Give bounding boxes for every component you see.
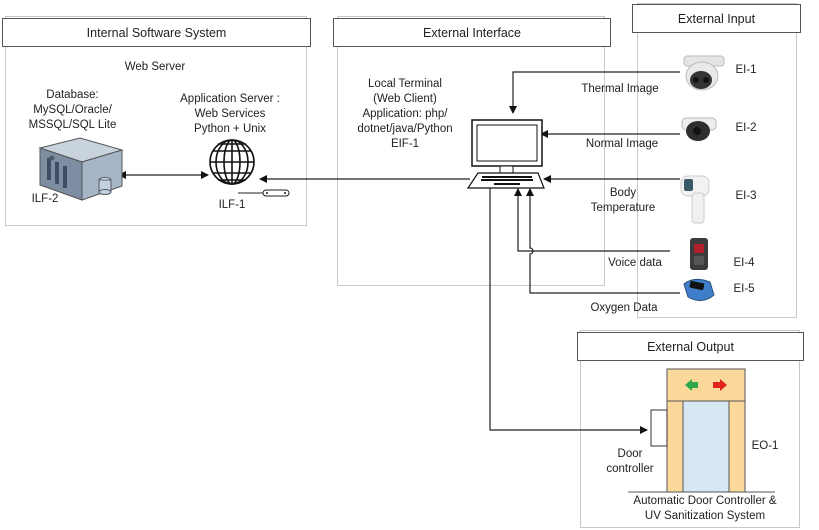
database-label: Database: MySQL/Oracle/ MSSQL/SQL Lite (20, 88, 125, 133)
server-database-icon (38, 137, 124, 201)
oxygen-data-link (526, 188, 680, 294)
network-device-icon (238, 189, 290, 197)
computer-terminal-icon (466, 119, 545, 189)
voice-data-link (514, 188, 670, 252)
app-server-label-line: Application Server : (180, 93, 280, 105)
uv-door-frame-icon (628, 368, 775, 493)
web-server-label: Web Server (124, 61, 186, 73)
external-output-title: External Output (577, 332, 804, 361)
device-id-ei3: EI-3 (735, 190, 757, 202)
thermal-camera-icon (683, 55, 725, 91)
app-server-label-line: Python + Unix (194, 123, 266, 135)
database-label-line: MSSQL/SQL Lite (28, 119, 117, 131)
database-id: ILF-2 (31, 193, 59, 205)
signal-label-body-temp: Body Temperature (583, 186, 663, 216)
device-id-ei1: EI-1 (735, 64, 757, 76)
globe-icon (209, 139, 255, 185)
signal-label-voice: Voice data (608, 257, 662, 269)
thermometer-gun-icon (680, 175, 710, 224)
output-system-label-line: UV Sanitization System (644, 510, 766, 522)
signal-label-line: Temperature (590, 202, 656, 214)
door-controller-box (650, 409, 668, 447)
output-system-label: Automatic Door Controller & UV Sanitizat… (620, 494, 790, 524)
door-control-link (489, 187, 648, 434)
internal-system-title: Internal Software System (2, 18, 311, 47)
app-server-id: ILF-1 (218, 199, 246, 211)
signal-label-oxygen: Oxygen Data (590, 302, 658, 314)
pulse-oximeter-icon (683, 278, 715, 301)
arrow-right-red-icon (713, 379, 727, 391)
signal-label-line: Body (609, 187, 637, 199)
terminal-label-line: Local Terminal (368, 78, 442, 90)
thermal-image-link (509, 71, 680, 114)
terminal-label: Local Terminal (Web Client) Application:… (350, 77, 460, 152)
external-input-title: External Input (632, 4, 801, 33)
terminal-label-line: EIF-1 (390, 138, 420, 150)
app-server-label: Application Server : Web Services Python… (170, 92, 290, 137)
terminal-label-line: (Web Client) (373, 93, 437, 105)
device-id-ei2: EI-2 (735, 122, 757, 134)
door-controller-label-line: controller (606, 463, 654, 475)
arrow-left-green-icon (685, 379, 698, 391)
terminal-label-line: dotnet/java/Python (357, 123, 453, 135)
door-controller-label-line: Door (617, 448, 643, 460)
signal-label-normal: Normal Image (585, 138, 659, 150)
door-controller-label: Door controller (598, 447, 662, 477)
dome-camera-icon (681, 117, 717, 141)
external-interface-panel (337, 16, 605, 286)
app-server-label-line: Web Services (194, 108, 266, 120)
database-label-line: MySQL/Oracle/ (33, 104, 112, 116)
signal-label-thermal: Thermal Image (581, 83, 659, 95)
terminal-label-line: Application: php/ (362, 108, 448, 120)
output-id: EO-1 (751, 440, 779, 452)
device-id-ei4: EI-4 (733, 257, 755, 269)
voice-recorder-icon (690, 238, 708, 270)
device-id-ei5: EI-5 (733, 283, 755, 295)
output-system-label-line: Automatic Door Controller & (633, 495, 777, 507)
external-interface-title: External Interface (333, 18, 611, 47)
database-label-line: Database: (46, 89, 99, 101)
